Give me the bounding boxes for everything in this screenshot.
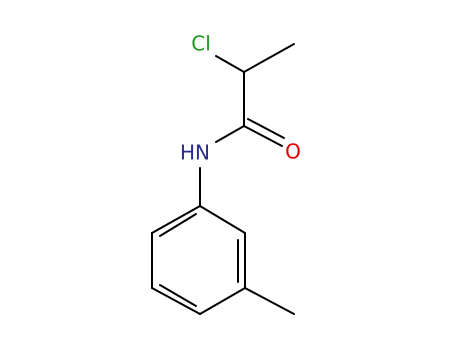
ring-bond-6 [151, 205, 201, 234]
bonds [151, 43, 295, 315]
bond-methyl-ch [243, 43, 295, 73]
bond-carbonyl-n [215, 125, 245, 143]
ring-inner-bond-3 [159, 213, 197, 237]
ring-bond-4 [151, 287, 201, 315]
bond-ch-cl [215, 55, 245, 73]
ring-inner-bond-2 [159, 284, 197, 307]
atom-cl-label: Cl [191, 32, 211, 56]
ring-bond-1 [199, 205, 246, 234]
ring-bond-3 [199, 287, 246, 315]
bond-carbonyl-o-2 [247, 118, 285, 139]
atom-labels: Cl O HN [180, 32, 301, 165]
bond-ring-methyl [244, 287, 295, 315]
atom-nh-label: HN [180, 141, 210, 165]
atom-o-label: O [285, 140, 301, 164]
bond-carbonyl-o-1 [243, 125, 283, 147]
